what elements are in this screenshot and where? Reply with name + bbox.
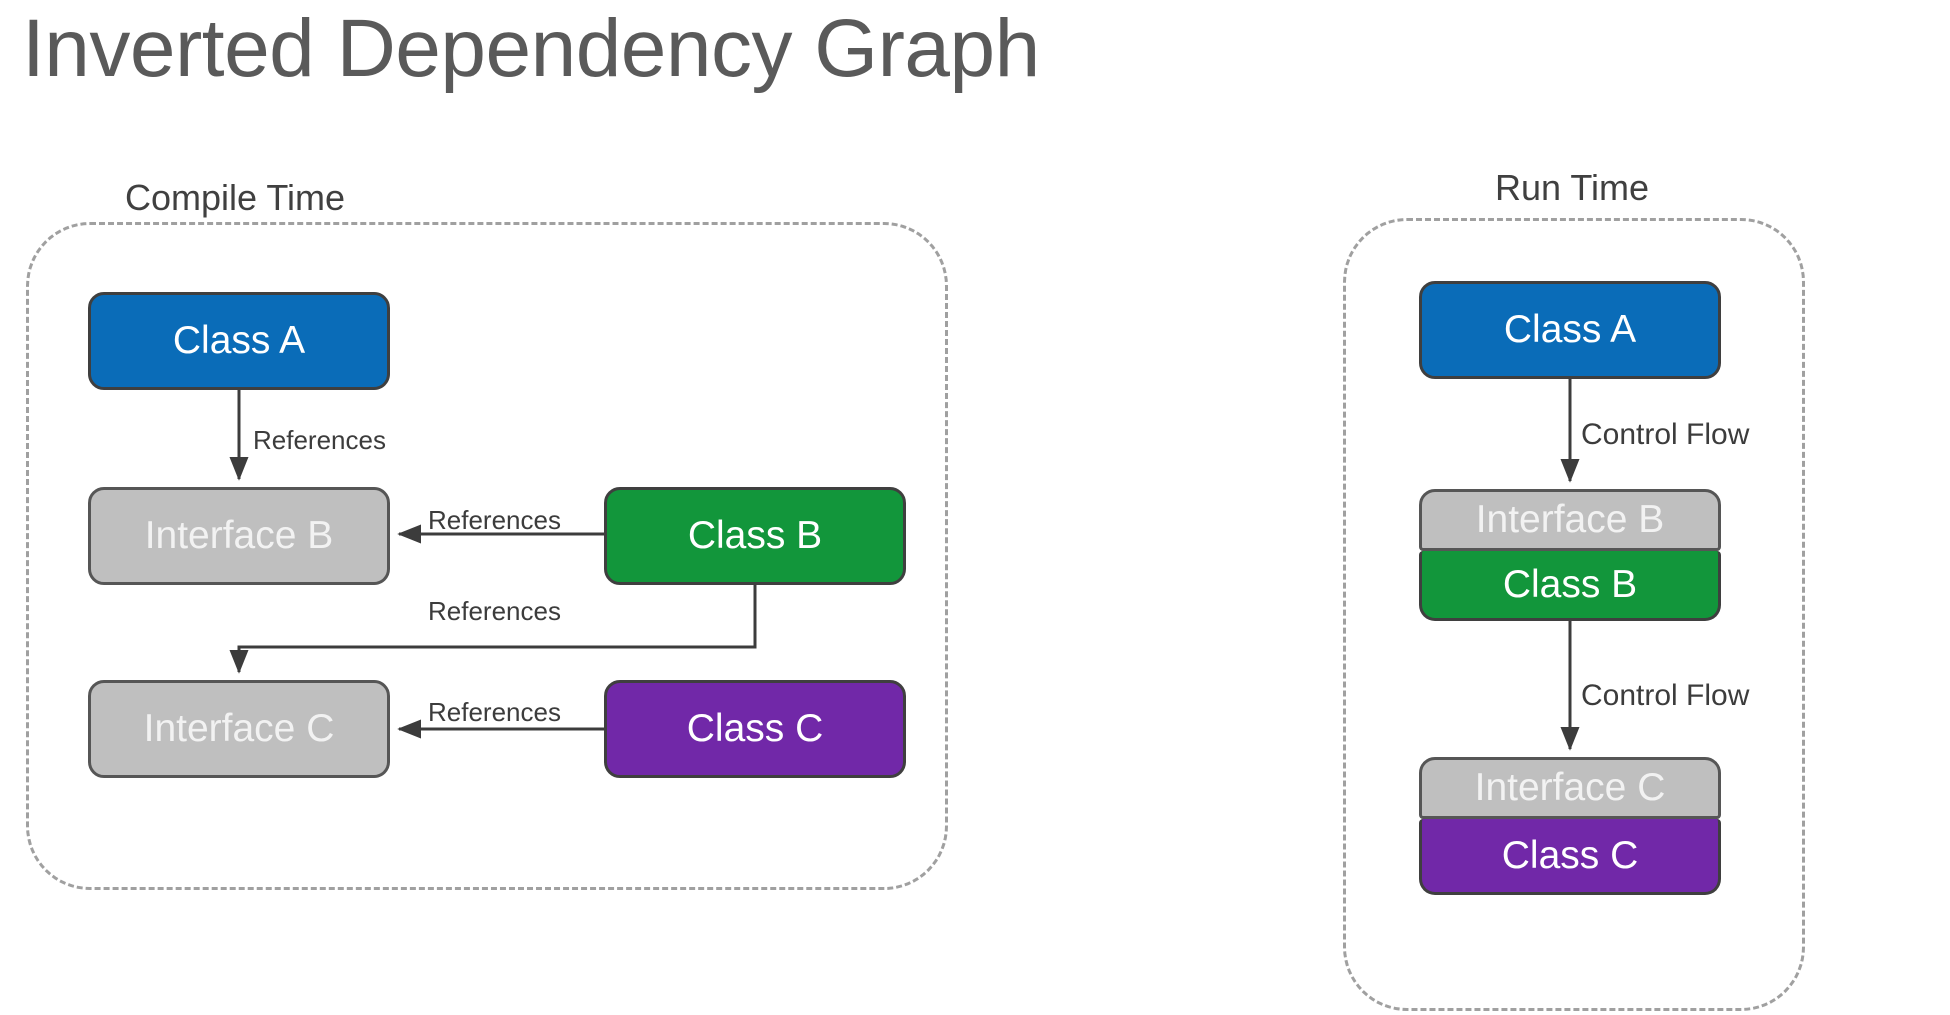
edge-label-references-class-b-interface-c: References [428, 596, 561, 626]
page-title: Inverted Dependency Graph [22, 3, 1040, 94]
run-time-node-interface-c[interactable]: Interface C [1419, 757, 1721, 819]
run-time-node-class-c[interactable]: Class C [1419, 819, 1721, 895]
compile-time-heading: Compile Time [125, 177, 346, 218]
run-time-node-interface-b[interactable]: Interface B [1419, 489, 1721, 551]
edge-label-control-flow-class-a-class-b: Control Flow [1581, 418, 1750, 451]
compile-time-node-class-c[interactable]: Class C [604, 680, 906, 778]
run-time-node-class-b[interactable]: Class B [1419, 551, 1721, 621]
compile-time-node-class-a[interactable]: Class A [88, 292, 390, 390]
run-time-group-boundary [1343, 218, 1805, 1011]
compile-time-node-interface-b[interactable]: Interface B [88, 487, 390, 585]
edge-label-references-class-c-interface-c: References [428, 697, 561, 727]
compile-time-group-boundary [26, 222, 948, 890]
run-time-node-class-a[interactable]: Class A [1419, 281, 1721, 379]
edge-label-references-class-a-interface-b: References [253, 425, 386, 455]
compile-time-node-class-b[interactable]: Class B [604, 487, 906, 585]
edge-label-control-flow-class-b-class-c: Control Flow [1581, 679, 1750, 712]
compile-time-node-interface-c[interactable]: Interface C [88, 680, 390, 778]
run-time-heading: Run Time [1495, 167, 1650, 208]
edge-label-references-class-b-interface-b: References [428, 505, 561, 535]
